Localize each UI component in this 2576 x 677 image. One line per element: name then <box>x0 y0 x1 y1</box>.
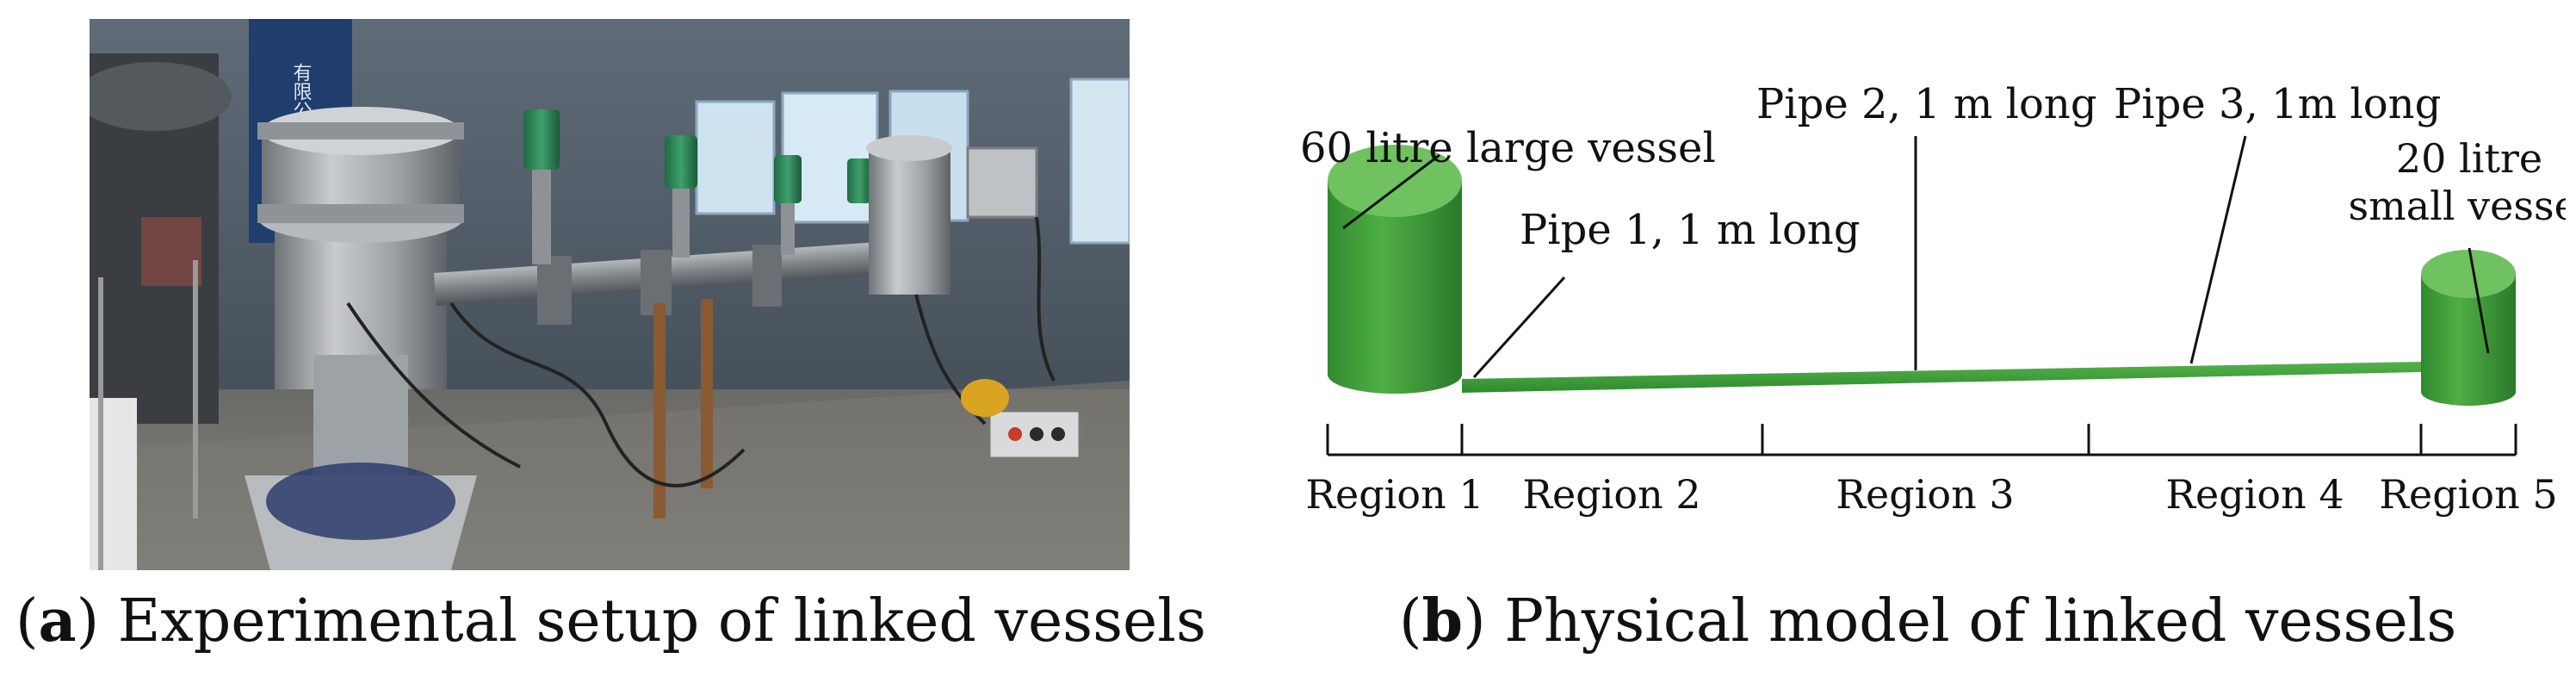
pipe2-label: Pipe 2, 1 m long <box>1756 80 2097 128</box>
pipe3-label: Pipe 3, 1m long <box>2114 80 2441 128</box>
wooden-support-2 <box>701 299 713 488</box>
wall-poster-1 <box>695 100 776 215</box>
green-valve-2 <box>665 135 697 258</box>
wooden-support-1 <box>653 303 666 519</box>
small-vessel-top <box>2421 250 2516 298</box>
pipe1-label: Pipe 1, 1 m long <box>1520 206 1861 254</box>
photo-left-box <box>90 398 137 570</box>
small-vessel-label-line2: small vessel <box>2348 183 2566 229</box>
small-vessel-label-line1: 20 litre <box>2396 135 2542 182</box>
large-vessel-label: 60 litre large vessel <box>1300 124 1716 172</box>
leader-small-vessel <box>2468 247 2490 354</box>
region-label-4: Region 4 <box>2165 471 2344 518</box>
leader-pipe-1 <box>1472 276 1566 379</box>
region-label-2: Region 2 <box>1522 471 1700 518</box>
caption-b-letter: b <box>1421 587 1464 655</box>
leader-large-vessel <box>1342 153 1440 230</box>
wall-poster-4 <box>1069 78 1130 245</box>
region-label-3: Region 3 <box>1836 471 2014 518</box>
photo-pipe-flange <box>537 256 572 325</box>
leader-pipe-3 <box>2189 135 2247 364</box>
large-vessel-photo <box>245 107 477 570</box>
green-valve-1 <box>523 109 560 264</box>
wall-box <box>966 146 1038 219</box>
green-valve-4 <box>847 158 871 203</box>
caption-a-letter: a <box>38 587 77 655</box>
region-label-1: Region 1 <box>1305 471 1483 518</box>
cable-reel <box>961 379 1009 417</box>
physical-model-diagram: 60 litre large vessel Pipe 1, 1 m long P… <box>1274 60 2576 543</box>
connecting-pipe <box>1462 362 2421 393</box>
caption-b-text: Physical model of linked vessels <box>1504 587 2457 655</box>
experimental-setup-photo: 有限公司 <box>90 19 1130 570</box>
caption-a-text: Experimental setup of linked vessels <box>117 587 1206 655</box>
caption-b: (b) Physical model of linked vessels <box>1399 587 2457 655</box>
small-vessel-photo <box>866 135 952 295</box>
small-vessel <box>2421 250 2516 406</box>
large-vessel <box>1328 145 1462 394</box>
green-valve-3 <box>774 155 802 255</box>
caption-a: (a) Experimental setup of linked vessels <box>15 587 1206 655</box>
region-label-5: Region 5 <box>2379 471 2557 518</box>
